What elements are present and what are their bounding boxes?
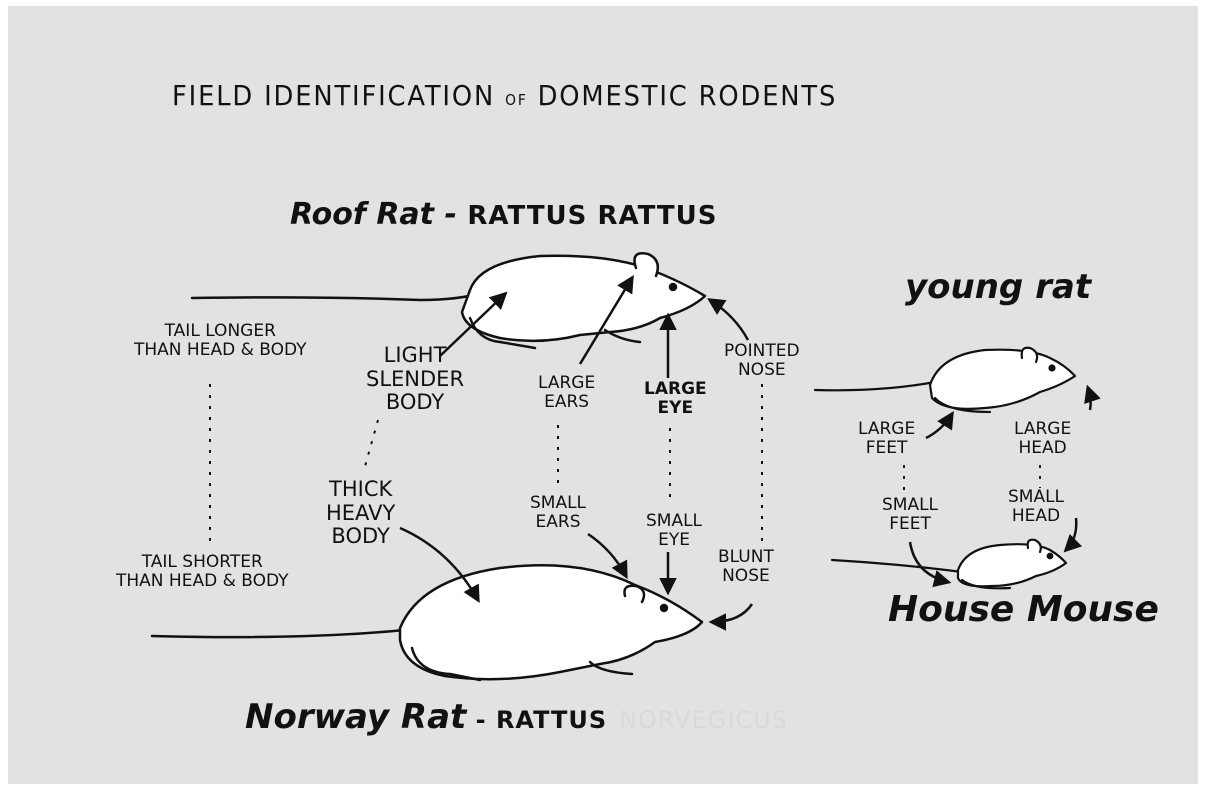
roof-rat-ear	[633, 252, 659, 278]
arrow-light-body	[439, 291, 508, 357]
norway-rat-foreleg	[588, 660, 634, 676]
label-tail-longer: TAIL LONGER THAN HEAD & BODY	[134, 321, 307, 361]
arrow-small-feet	[908, 541, 952, 588]
young-rat-leg	[933, 396, 992, 414]
label-small-eye: SMALL EYE	[646, 511, 703, 551]
roof-rat-body	[460, 254, 707, 343]
roof-rat-eye	[668, 282, 678, 292]
arrow-large-ears	[578, 275, 634, 365]
house-mouse-leg	[960, 578, 1012, 590]
norway-rat-ear	[623, 584, 646, 604]
house-mouse-title: House Mouse	[888, 589, 1159, 630]
comparison-guides	[209, 384, 1041, 544]
label-large-ears: LARGE EARS	[538, 373, 596, 413]
young-rat-tail	[813, 380, 937, 392]
arrow-large-feet	[925, 411, 954, 440]
label-small-head: SMALL HEAD	[1008, 487, 1065, 527]
norway-rat-title: Norway Rat - RATTUS NORVEGICUS	[245, 697, 789, 737]
label-large-feet: LARGE FEET	[858, 419, 916, 459]
label-blunt-nose: BLUNT NOSE	[718, 547, 774, 587]
roof-rat-hindleg	[468, 316, 537, 350]
arrow-blunt-nose	[708, 603, 754, 631]
label-small-ears: SMALL EARS	[530, 493, 587, 533]
norway-rat-hindleg	[410, 646, 482, 682]
norway-rat-body	[398, 564, 704, 681]
roof-rat-title: Roof Rat - RATTUS RATTUS	[290, 197, 718, 232]
young-rat-eye	[1048, 364, 1056, 372]
label-large-head: LARGE HEAD	[1014, 419, 1072, 459]
label-thick-heavy-body: THICK HEAVY BODY	[326, 477, 396, 549]
arrow-heavy-body	[399, 526, 480, 604]
roof-rat-tail	[190, 290, 487, 302]
label-pointed-nose: POINTED NOSE	[724, 341, 800, 381]
house-mouse-body	[956, 543, 1068, 588]
house-mouse-drawing	[830, 538, 1068, 590]
arrow-pointed-nose	[707, 298, 750, 341]
feature-arrows	[399, 275, 1101, 631]
house-mouse-tail	[830, 558, 964, 574]
label-small-feet: SMALL FEET	[882, 495, 939, 535]
arrow-large-head	[1084, 384, 1101, 411]
roof-rat-foreleg	[603, 328, 642, 344]
guide-body	[363, 419, 379, 471]
house-mouse-ear	[1026, 538, 1042, 554]
label-tail-shorter: TAIL SHORTER THAN HEAD & BODY	[116, 552, 289, 592]
young-rat-title: young rat	[905, 267, 1092, 307]
young-rat-ear	[1020, 346, 1039, 364]
young-rat-drawing	[813, 346, 1077, 414]
norway-rat-tail	[150, 628, 407, 639]
label-light-slender-body: LIGHT SLENDER BODY	[366, 343, 465, 415]
roof-rat-drawing	[190, 252, 707, 350]
arrow-small-head	[1063, 517, 1083, 553]
house-mouse-eye	[1046, 552, 1054, 560]
label-large-eye: LARGE EYE	[644, 379, 707, 419]
young-rat-body	[928, 348, 1077, 410]
diagram-title: FIELD IDENTIFICATION OF DOMESTIC RODENTS	[172, 79, 838, 112]
norway-rat-eye	[659, 603, 669, 613]
arrow-small-ears	[587, 532, 628, 580]
